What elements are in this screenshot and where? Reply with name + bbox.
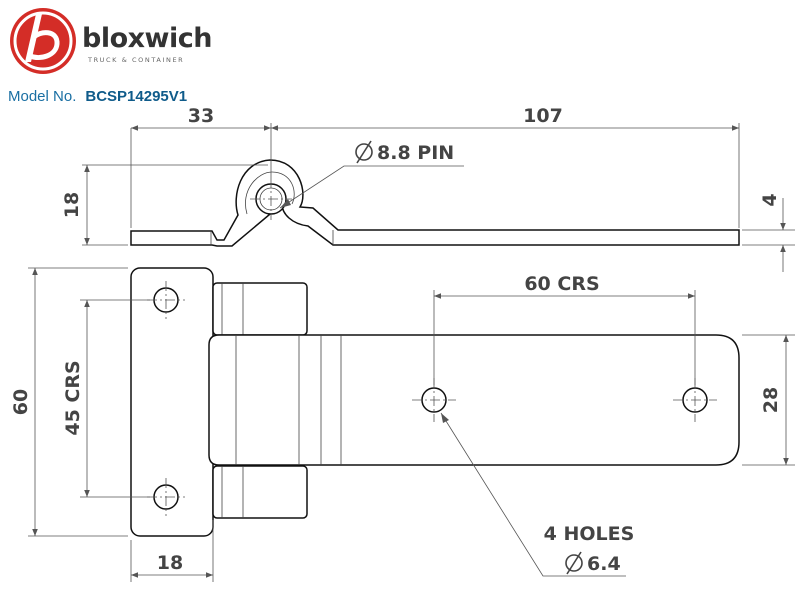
mounting-hole	[147, 281, 185, 319]
diameter-symbol-icon	[565, 551, 583, 575]
dim-side-18: 18	[61, 192, 83, 218]
mounting-hole	[673, 378, 717, 422]
front-view: 60 45 CRS 18 60 CRS 28 4 HOLES 6.4	[10, 267, 795, 582]
knuckle-top	[212, 282, 308, 336]
holes-callout-count: 4 HOLES	[544, 523, 635, 545]
strap-leaf	[208, 334, 740, 466]
brand-logo: bloxwich TRUCK & CONTAINER	[10, 8, 212, 74]
side-view-outline	[130, 159, 740, 247]
brand-tagline: TRUCK & CONTAINER	[87, 56, 184, 64]
mounting-hole	[412, 378, 456, 422]
mounting-hole	[147, 478, 185, 516]
dim-side-107: 107	[523, 105, 563, 127]
dim-front-60-crs: 60 CRS	[524, 273, 599, 295]
model-label: Model No.	[8, 88, 76, 105]
dim-front-28: 28	[760, 387, 782, 413]
holes-callout-diameter: 6.4	[587, 553, 621, 575]
knuckle-bottom	[212, 465, 308, 519]
model-value: BCSP14295V1	[85, 88, 187, 105]
dim-front-60: 60	[10, 389, 32, 415]
logo-emblem-icon	[10, 8, 76, 74]
model-number: Model No. BCSP14295V1	[8, 88, 187, 105]
dim-front-18: 18	[157, 552, 183, 574]
side-view: 33 107 18 4 8.8 PIN	[61, 105, 795, 272]
diameter-symbol-icon	[355, 140, 373, 164]
pin-callout-text: 8.8 PIN	[377, 142, 454, 164]
dim-side-4: 4	[759, 193, 781, 206]
brand-name: bloxwich	[82, 23, 212, 54]
dim-side-33: 33	[188, 105, 214, 127]
holes-callout-leader	[440, 412, 626, 577]
pin-callout-leader	[279, 165, 464, 209]
dim-front-45-crs: 45 CRS	[62, 360, 84, 435]
